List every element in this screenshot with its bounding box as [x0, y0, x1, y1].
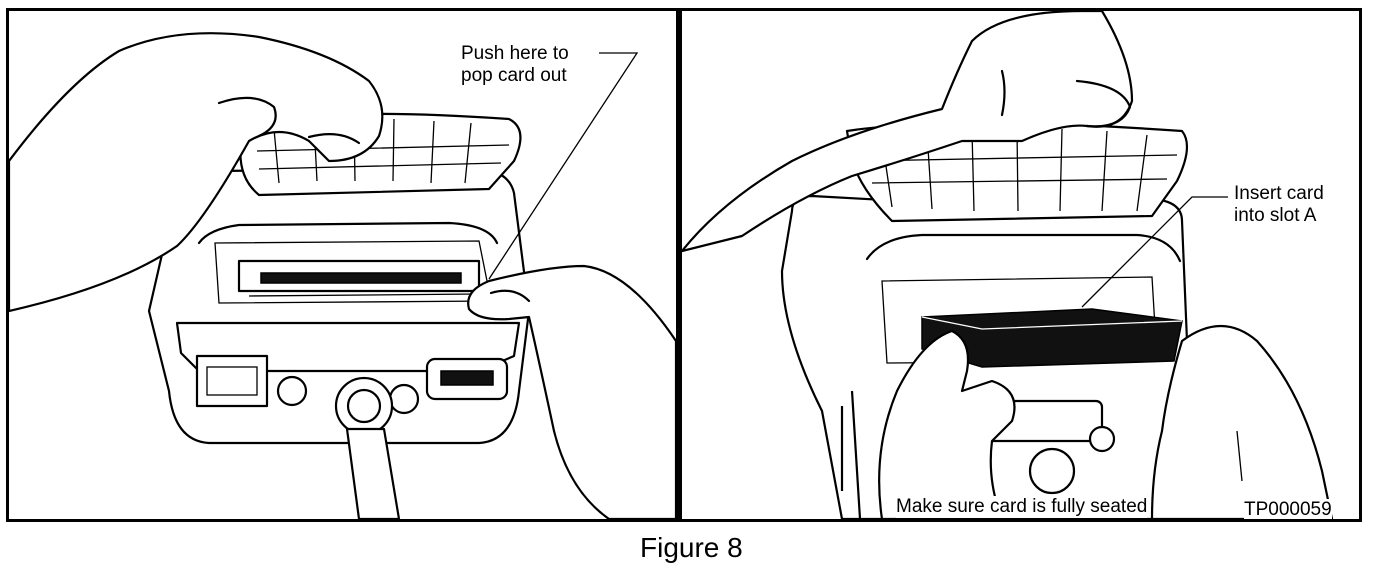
callout-line-1: Insert card [1234, 183, 1324, 204]
right-panel-illustration: Insert card into slot A Make sure card i… [679, 8, 1362, 522]
figure-caption: Figure 8 [640, 532, 743, 563]
callout-line-2: pop card out [461, 65, 567, 86]
callout-leader-left [488, 52, 639, 280]
callout-line-2: into slot A [1234, 205, 1317, 226]
insert-card-drawing [682, 11, 1334, 519]
seating-note: Make sure card is fully seated [896, 496, 1148, 518]
reference-code: TP000059 [1244, 499, 1332, 520]
hand-outline-detail [1236, 430, 1243, 482]
callout-push-here: Push here to pop card out [461, 43, 569, 87]
hand-bottom-inserting [878, 324, 1334, 519]
callout-line-1: Push here to [461, 43, 569, 64]
hand-top-left [9, 32, 384, 313]
hand-top-right [682, 11, 1134, 253]
left-panel-illustration: Push here to pop card out [6, 8, 679, 522]
callout-leader-right [1081, 196, 1228, 308]
memory-card [921, 308, 1183, 368]
pop-card-out-drawing [9, 32, 676, 519]
cable [334, 376, 401, 519]
card-slot [237, 259, 481, 297]
hand-right-pushing [467, 264, 676, 519]
callout-insert-card: Insert card into slot A [1234, 183, 1324, 227]
connector-panel [195, 354, 509, 415]
